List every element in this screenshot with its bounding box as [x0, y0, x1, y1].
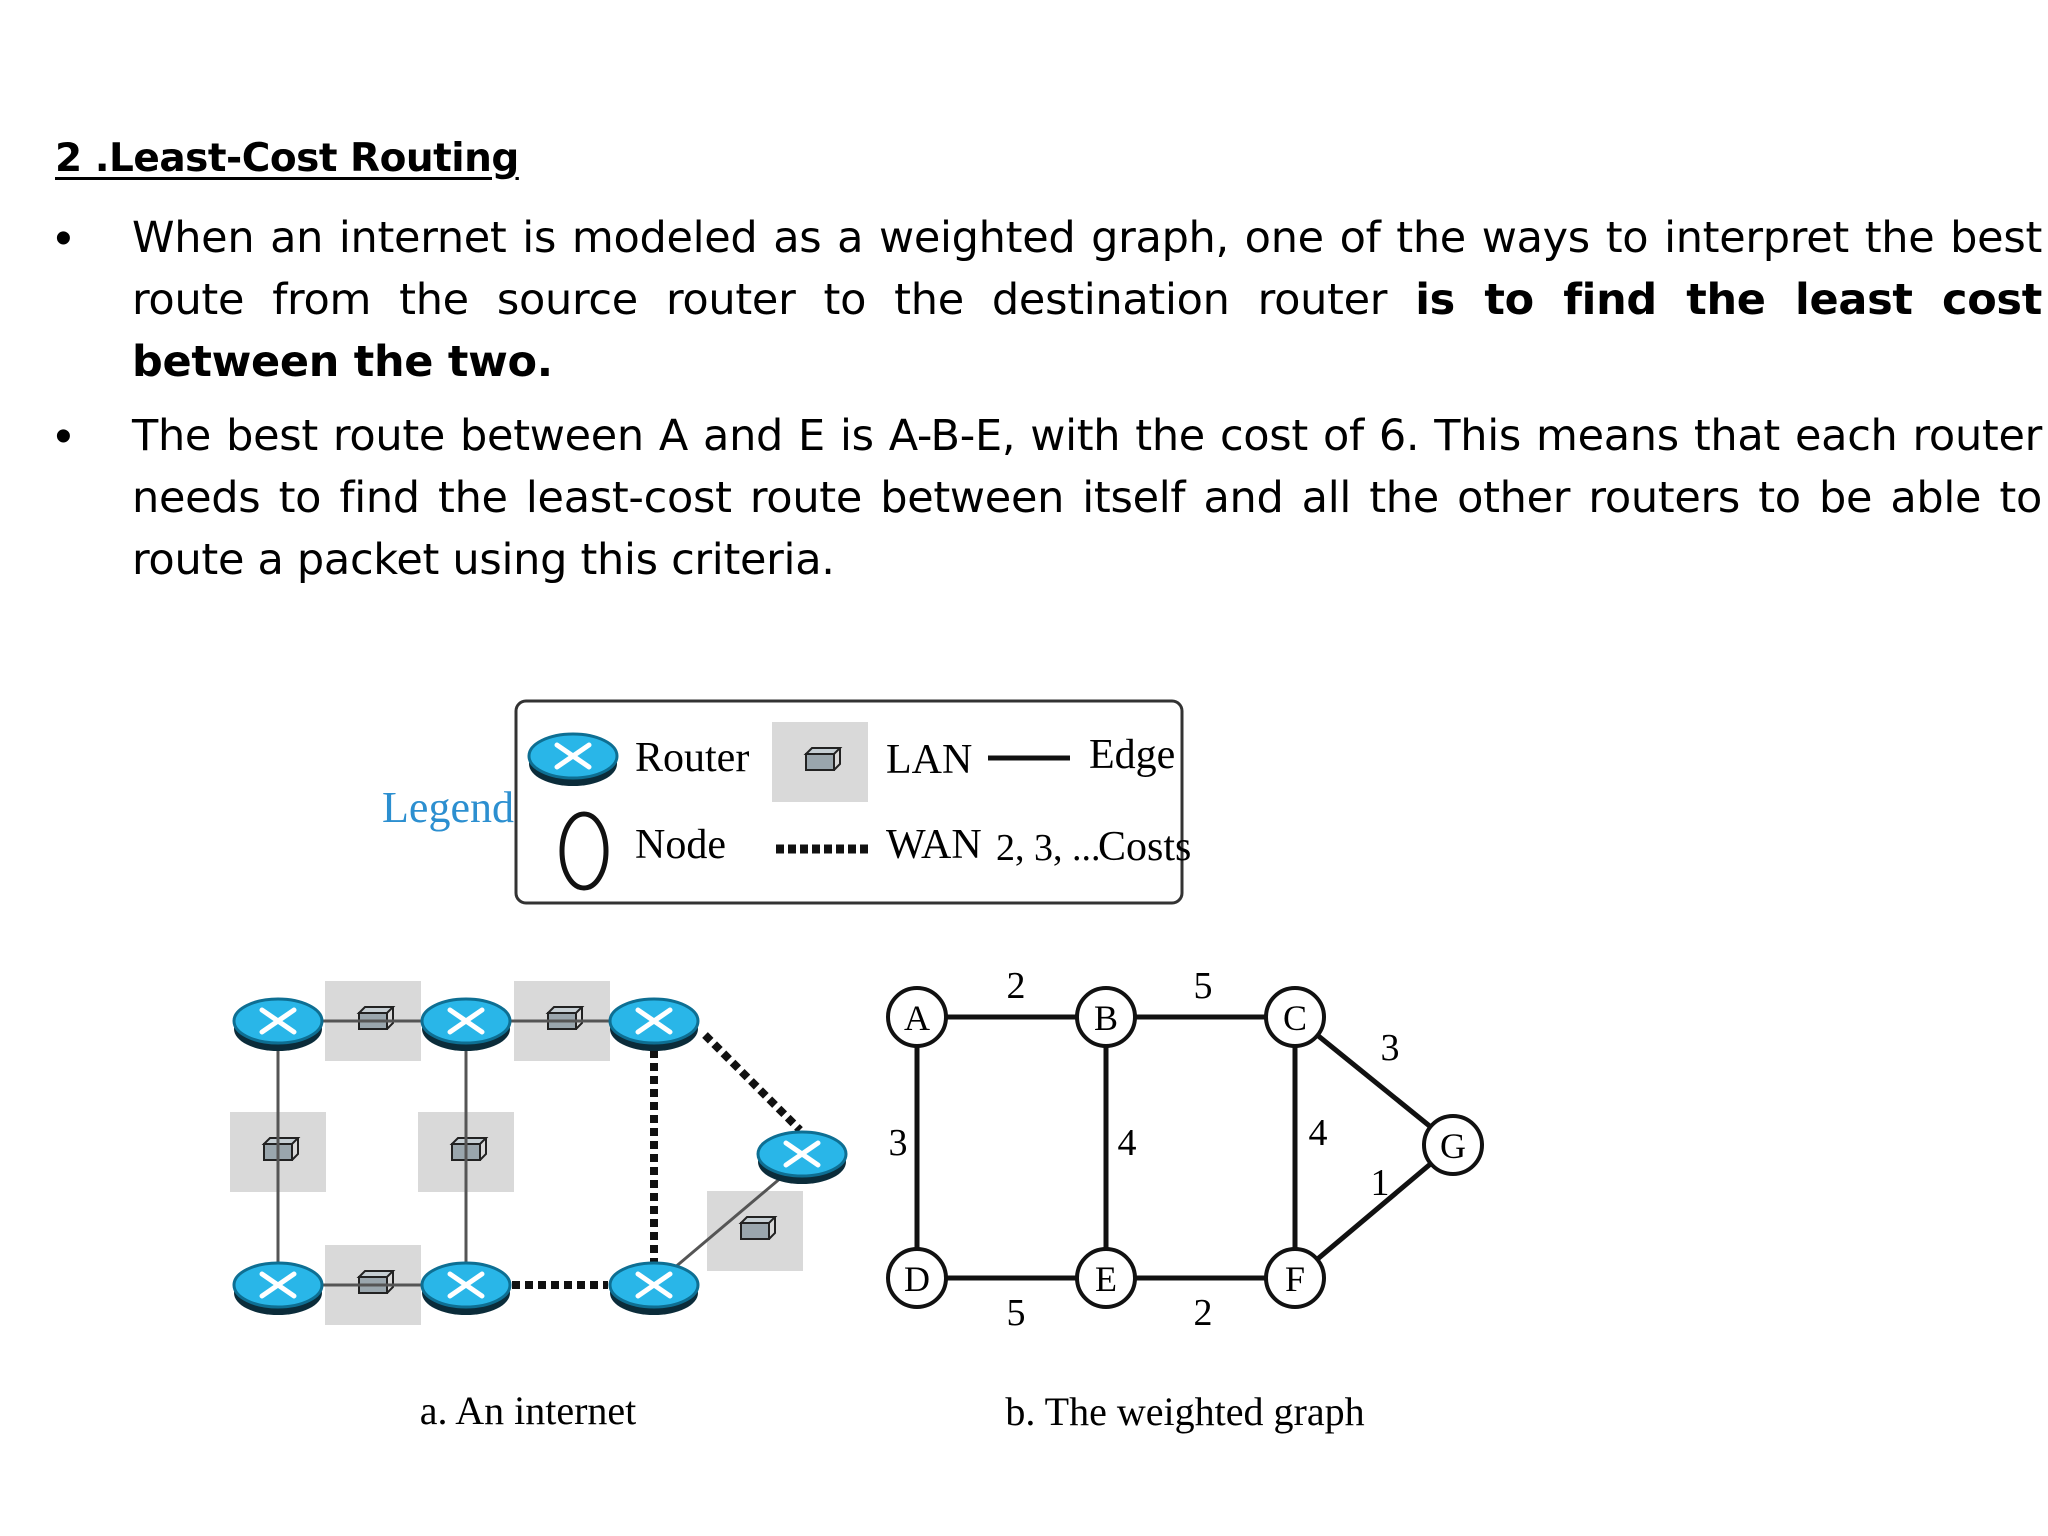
bullet-marker: •	[55, 212, 72, 265]
legend-costs-label: Costs	[1098, 824, 1191, 870]
graph-node: F	[1264, 1247, 1326, 1309]
bullet-paragraph-2: The best route between A and E is A-B-E,…	[132, 405, 2042, 591]
graph-node: A	[886, 986, 948, 1048]
graph-edges	[914, 1014, 1455, 1281]
node-label: F	[1285, 1259, 1305, 1299]
graph-node: G	[1422, 1114, 1484, 1176]
edge-cost-label: 4	[1309, 1112, 1328, 1154]
legend-wan-label: WAN	[886, 822, 982, 868]
lan-icon	[771, 721, 869, 803]
paragraph-bold-text: is to find the least cost between the tw…	[132, 275, 2042, 387]
router-icon	[234, 999, 322, 1051]
wan-links	[512, 1032, 803, 1289]
legend-edge-label: Edge	[1089, 732, 1175, 778]
node-label: G	[1440, 1126, 1466, 1166]
graph-node: D	[886, 1247, 948, 1309]
edge-cost-label: 3	[1381, 1027, 1400, 1069]
node-label: B	[1094, 998, 1118, 1038]
paragraph-text: The best route between A and E is A-B-E,…	[132, 411, 2042, 585]
figure-a-caption: a. An internet	[420, 1388, 637, 1433]
edge-cost-label: 2	[1194, 1292, 1213, 1334]
node-label: D	[904, 1259, 930, 1299]
legend-costs-symbol: 2, 3, ...	[996, 827, 1101, 869]
router-icon	[610, 999, 698, 1051]
slide-title: 2 .Least-Cost Routing	[55, 136, 519, 181]
node-label: E	[1095, 1259, 1117, 1299]
edge-cost-label: 4	[1118, 1122, 1137, 1164]
router-icon	[529, 734, 617, 786]
router-icon	[422, 999, 510, 1051]
edge-cost-label: 2	[1007, 965, 1026, 1007]
legend-node-label: Node	[635, 822, 726, 868]
node-label: C	[1283, 998, 1307, 1038]
internet-diagram: a. An internet	[229, 980, 846, 1433]
legend-title: Legend	[382, 783, 514, 832]
edge-cost-label: 5	[1194, 965, 1213, 1007]
router-icon	[422, 1263, 510, 1315]
legend-lan-label: LAN	[886, 737, 972, 783]
lan-icon	[706, 1190, 804, 1272]
paragraph-text: When an internet is modeled as a weighte…	[132, 213, 2042, 325]
router-icon	[234, 1263, 322, 1315]
graph-node: B	[1075, 986, 1137, 1048]
bullet-paragraph-1: When an internet is modeled as a weighte…	[132, 207, 2042, 393]
legend: Legend Router LAN Edge Node WAN 2, 3, ..…	[382, 699, 1191, 905]
figure-b-caption: b. The weighted graph	[1005, 1389, 1364, 1434]
bullet-marker: •	[55, 410, 72, 463]
router-icon	[610, 1263, 698, 1315]
edge-cost-label: 3	[889, 1122, 908, 1164]
node-label: A	[904, 998, 930, 1038]
weighted-graph: 2 5 3 3 4 4 1 5 2 A B C D E F G b. The w…	[886, 965, 1484, 1434]
edge-cost-label: 5	[1007, 1292, 1026, 1334]
graph-node: E	[1075, 1247, 1137, 1309]
graph-node: C	[1264, 986, 1326, 1048]
legend-router-label: Router	[635, 735, 749, 781]
router-icon	[758, 1132, 846, 1184]
node-icon	[559, 811, 609, 891]
edge-cost-label: 1	[1371, 1162, 1390, 1204]
